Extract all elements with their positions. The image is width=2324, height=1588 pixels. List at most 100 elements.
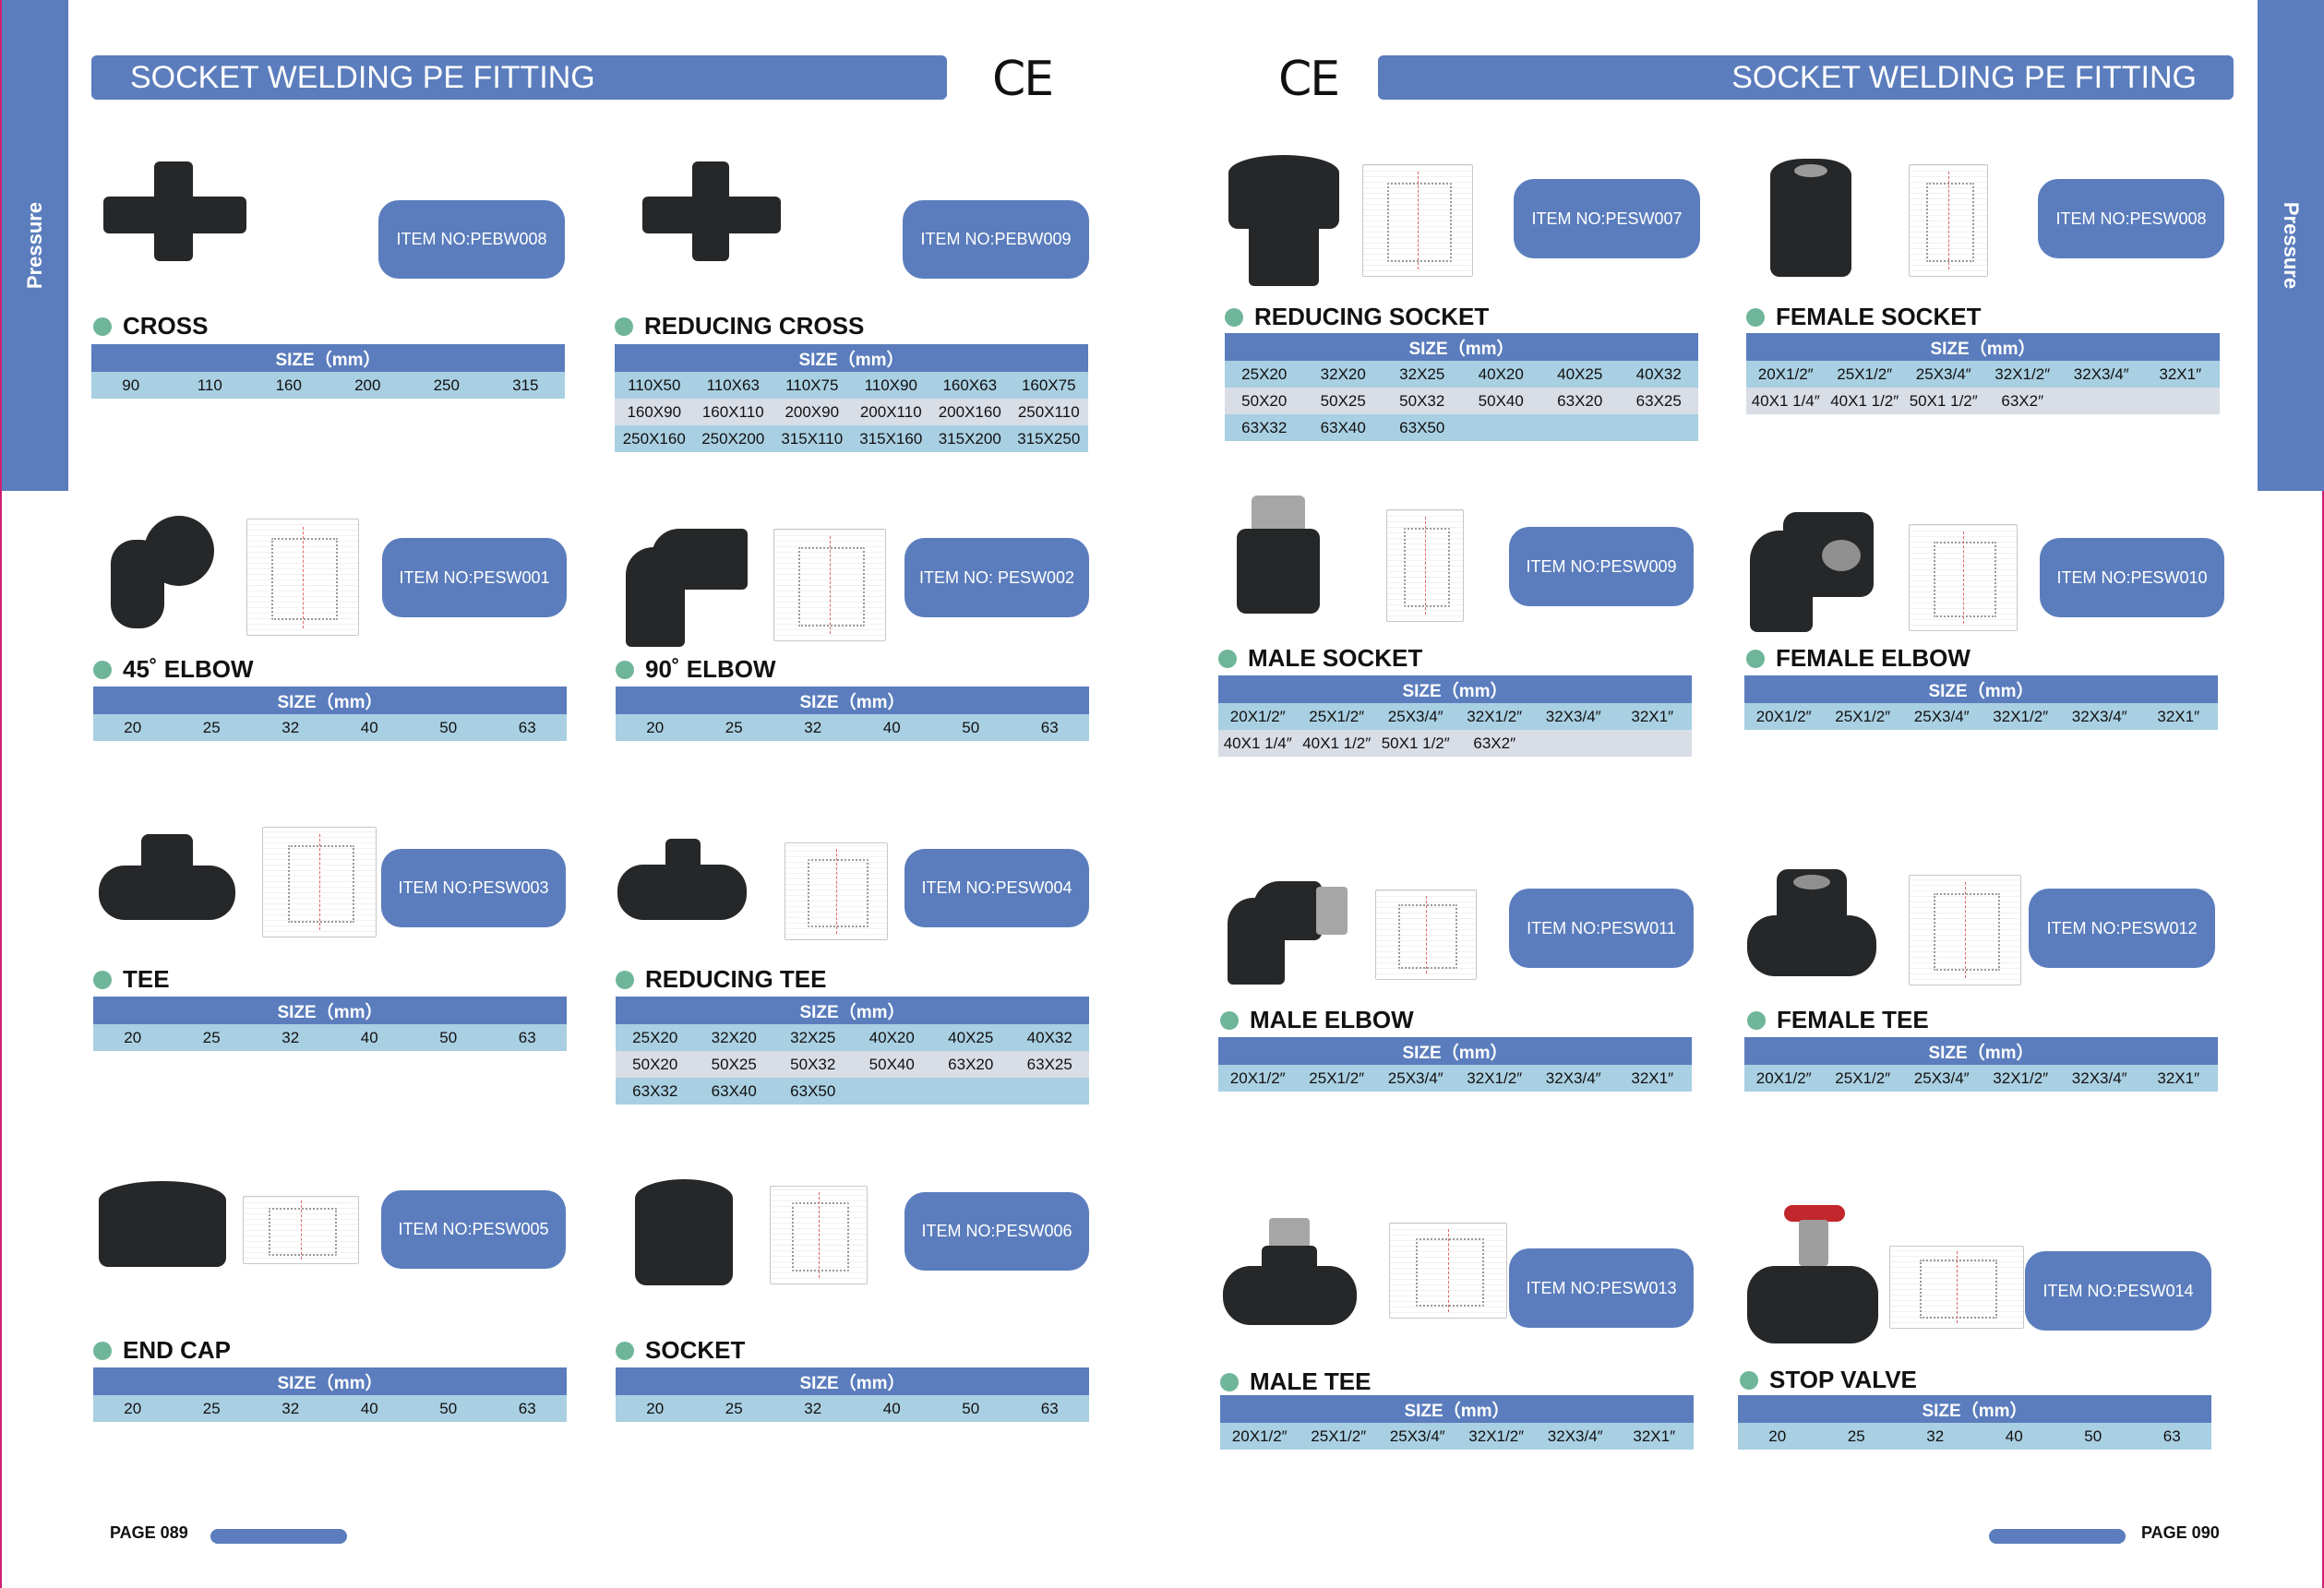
size-cell: 63: [2162, 1427, 2181, 1445]
size-cell: 200X90: [785, 402, 840, 421]
size-cell: 25: [202, 718, 221, 736]
size-cell: 32X3/4″: [2071, 707, 2127, 725]
45-elbow-drawing: [246, 519, 359, 636]
size-header: SIZE（mm）: [91, 344, 565, 372]
size-cell: 32X1/2″: [1467, 1069, 1523, 1087]
size-cell: 40X1 1/4″: [1223, 734, 1292, 752]
size-cell: 63X20: [1557, 391, 1603, 410]
side-tab-label: Pressure: [2280, 201, 2303, 290]
size-cell: 20: [124, 718, 142, 736]
page-number-left: PAGE 089: [110, 1523, 188, 1542]
product-name-text: FEMALE TEE: [1777, 1006, 1929, 1033]
page-bar-left: [210, 1529, 347, 1544]
item-number-badge: ITEM NO:PESW012: [2029, 889, 2215, 968]
size-cell: 315: [512, 376, 539, 394]
size-cell: 32: [282, 1399, 300, 1417]
size-cell: 32X1″: [2157, 707, 2200, 725]
product-name: FEMALE ELBOW: [1746, 644, 1971, 673]
product-name: TEE: [93, 965, 170, 994]
size-header: SIZE（mm）: [93, 687, 567, 714]
size-cell: 40: [360, 1399, 378, 1417]
bullet-dot: [1225, 307, 1243, 327]
size-cell: 32X1/2″: [1993, 707, 2049, 725]
ce-mark-left: CE: [992, 52, 1054, 107]
size-header: SIZE（mm）: [93, 997, 567, 1024]
size-header: SIZE（mm）: [1218, 1037, 1692, 1065]
product-name: MALE SOCKET: [1218, 644, 1422, 673]
product-name-text: 90˚ ELBOW: [645, 655, 776, 683]
item-number-badge: ITEM NO:PESW006: [904, 1192, 1089, 1271]
size-cell: 32X3/4″: [1545, 1069, 1601, 1087]
size-cell: 32X1″: [2157, 1069, 2200, 1087]
size-row: 20X1/2″25X1/2″25X3/4″32X1/2″32X3/4″32X1″: [1218, 703, 1692, 730]
female-tee-drawing: [1909, 875, 2021, 985]
size-cell: 32X20: [711, 1028, 757, 1046]
size-table: SIZE（mm） 20X1/2″25X1/2″25X3/4″32X1/2″32X…: [1744, 675, 2218, 730]
size-cell: 50X25: [711, 1055, 757, 1073]
item-number-badge: ITEM NO:PESW007: [1514, 179, 1700, 258]
bullet-dot: [616, 1341, 634, 1360]
size-cell: 20X1/2″: [1229, 1069, 1286, 1087]
size-cell: 315X250: [1017, 429, 1081, 448]
male-elbow-photo: [1228, 881, 1348, 985]
size-cell: 25: [202, 1028, 221, 1046]
size-row: 20X1/2″25X1/2″25X3/4″32X1/2″32X3/4″32X1″: [1746, 361, 2220, 388]
size-cell: 20X1/2″: [1229, 707, 1286, 725]
size-cell: 50X20: [632, 1055, 678, 1073]
male-tee-drawing: [1389, 1223, 1507, 1319]
size-cell: 25X20: [632, 1028, 678, 1046]
bullet-dot: [93, 316, 112, 336]
end-cap-drawing: [243, 1196, 359, 1264]
product-name-text: MALE SOCKET: [1248, 644, 1423, 672]
item-number-badge: ITEM NO:PESW013: [1509, 1248, 1694, 1328]
size-cell: 50X40: [1478, 391, 1524, 410]
size-cell: 40X1 1/2″: [1830, 391, 1899, 410]
product-name-text: SOCKET: [645, 1336, 746, 1364]
product-name: 90˚ ELBOW: [616, 655, 776, 684]
size-header: SIZE（mm）: [1738, 1395, 2211, 1423]
product-name: FEMALE TEE: [1747, 1006, 1929, 1034]
size-table: SIZE（mm） 20X1/2″25X1/2″25X3/4″32X1/2″32X…: [1746, 333, 2220, 414]
bullet-dot: [1220, 1372, 1239, 1391]
size-cell: 32: [1926, 1427, 1945, 1445]
size-cell: 50X25: [1320, 391, 1366, 410]
90-elbow-photo: [626, 529, 748, 647]
size-cell: 32X20: [1320, 364, 1366, 383]
reducing-cross-photo: [642, 161, 781, 261]
bullet-dot: [93, 970, 112, 989]
side-tab-label: Pressure: [23, 201, 46, 290]
size-cell: 63X25: [1026, 1055, 1072, 1073]
product-name-text: REDUCING SOCKET: [1254, 303, 1490, 330]
size-table: SIZE（mm） 20X1/2″25X1/2″25X3/4″32X1/2″32X…: [1218, 1037, 1692, 1092]
item-number-badge: ITEM NO:PESW003: [381, 849, 566, 927]
size-cell: 50: [962, 718, 980, 736]
product-name-text: MALE ELBOW: [1250, 1006, 1414, 1033]
size-cell: 63X32: [632, 1081, 678, 1100]
size-row: 20X1/2″25X1/2″25X3/4″32X1/2″32X3/4″32X1″: [1744, 703, 2218, 730]
item-number-badge: ITEM NO:PESW004: [904, 849, 1089, 927]
end-cap-photo: [99, 1181, 226, 1267]
size-cell: 110X50: [628, 376, 681, 394]
size-cell: 63X20: [948, 1055, 994, 1073]
item-number-badge: ITEM NO: PESW002: [904, 538, 1089, 617]
male-socket-drawing: [1386, 509, 1464, 622]
size-cell: 315X110: [781, 429, 844, 448]
size-cell: 25X3/4″: [1915, 364, 1971, 383]
size-cell: 25X3/4″: [1387, 1069, 1444, 1087]
size-header: SIZE（mm）: [615, 344, 1088, 372]
item-number-badge: ITEM NO:PEBW009: [903, 200, 1089, 279]
size-cell: 63: [518, 1028, 536, 1046]
size-cell: 25X1/2″: [1837, 364, 1893, 383]
size-cell: 25X3/4″: [1387, 707, 1444, 725]
size-cell: 32X1/2″: [1993, 1069, 2049, 1087]
bullet-dot: [1747, 1010, 1766, 1030]
size-cell: 40: [882, 1399, 901, 1417]
size-cell: 50X1 1/2″: [1381, 734, 1450, 752]
ce-mark-right: CE: [1278, 52, 1340, 107]
product-name-text: TEE: [123, 965, 170, 993]
